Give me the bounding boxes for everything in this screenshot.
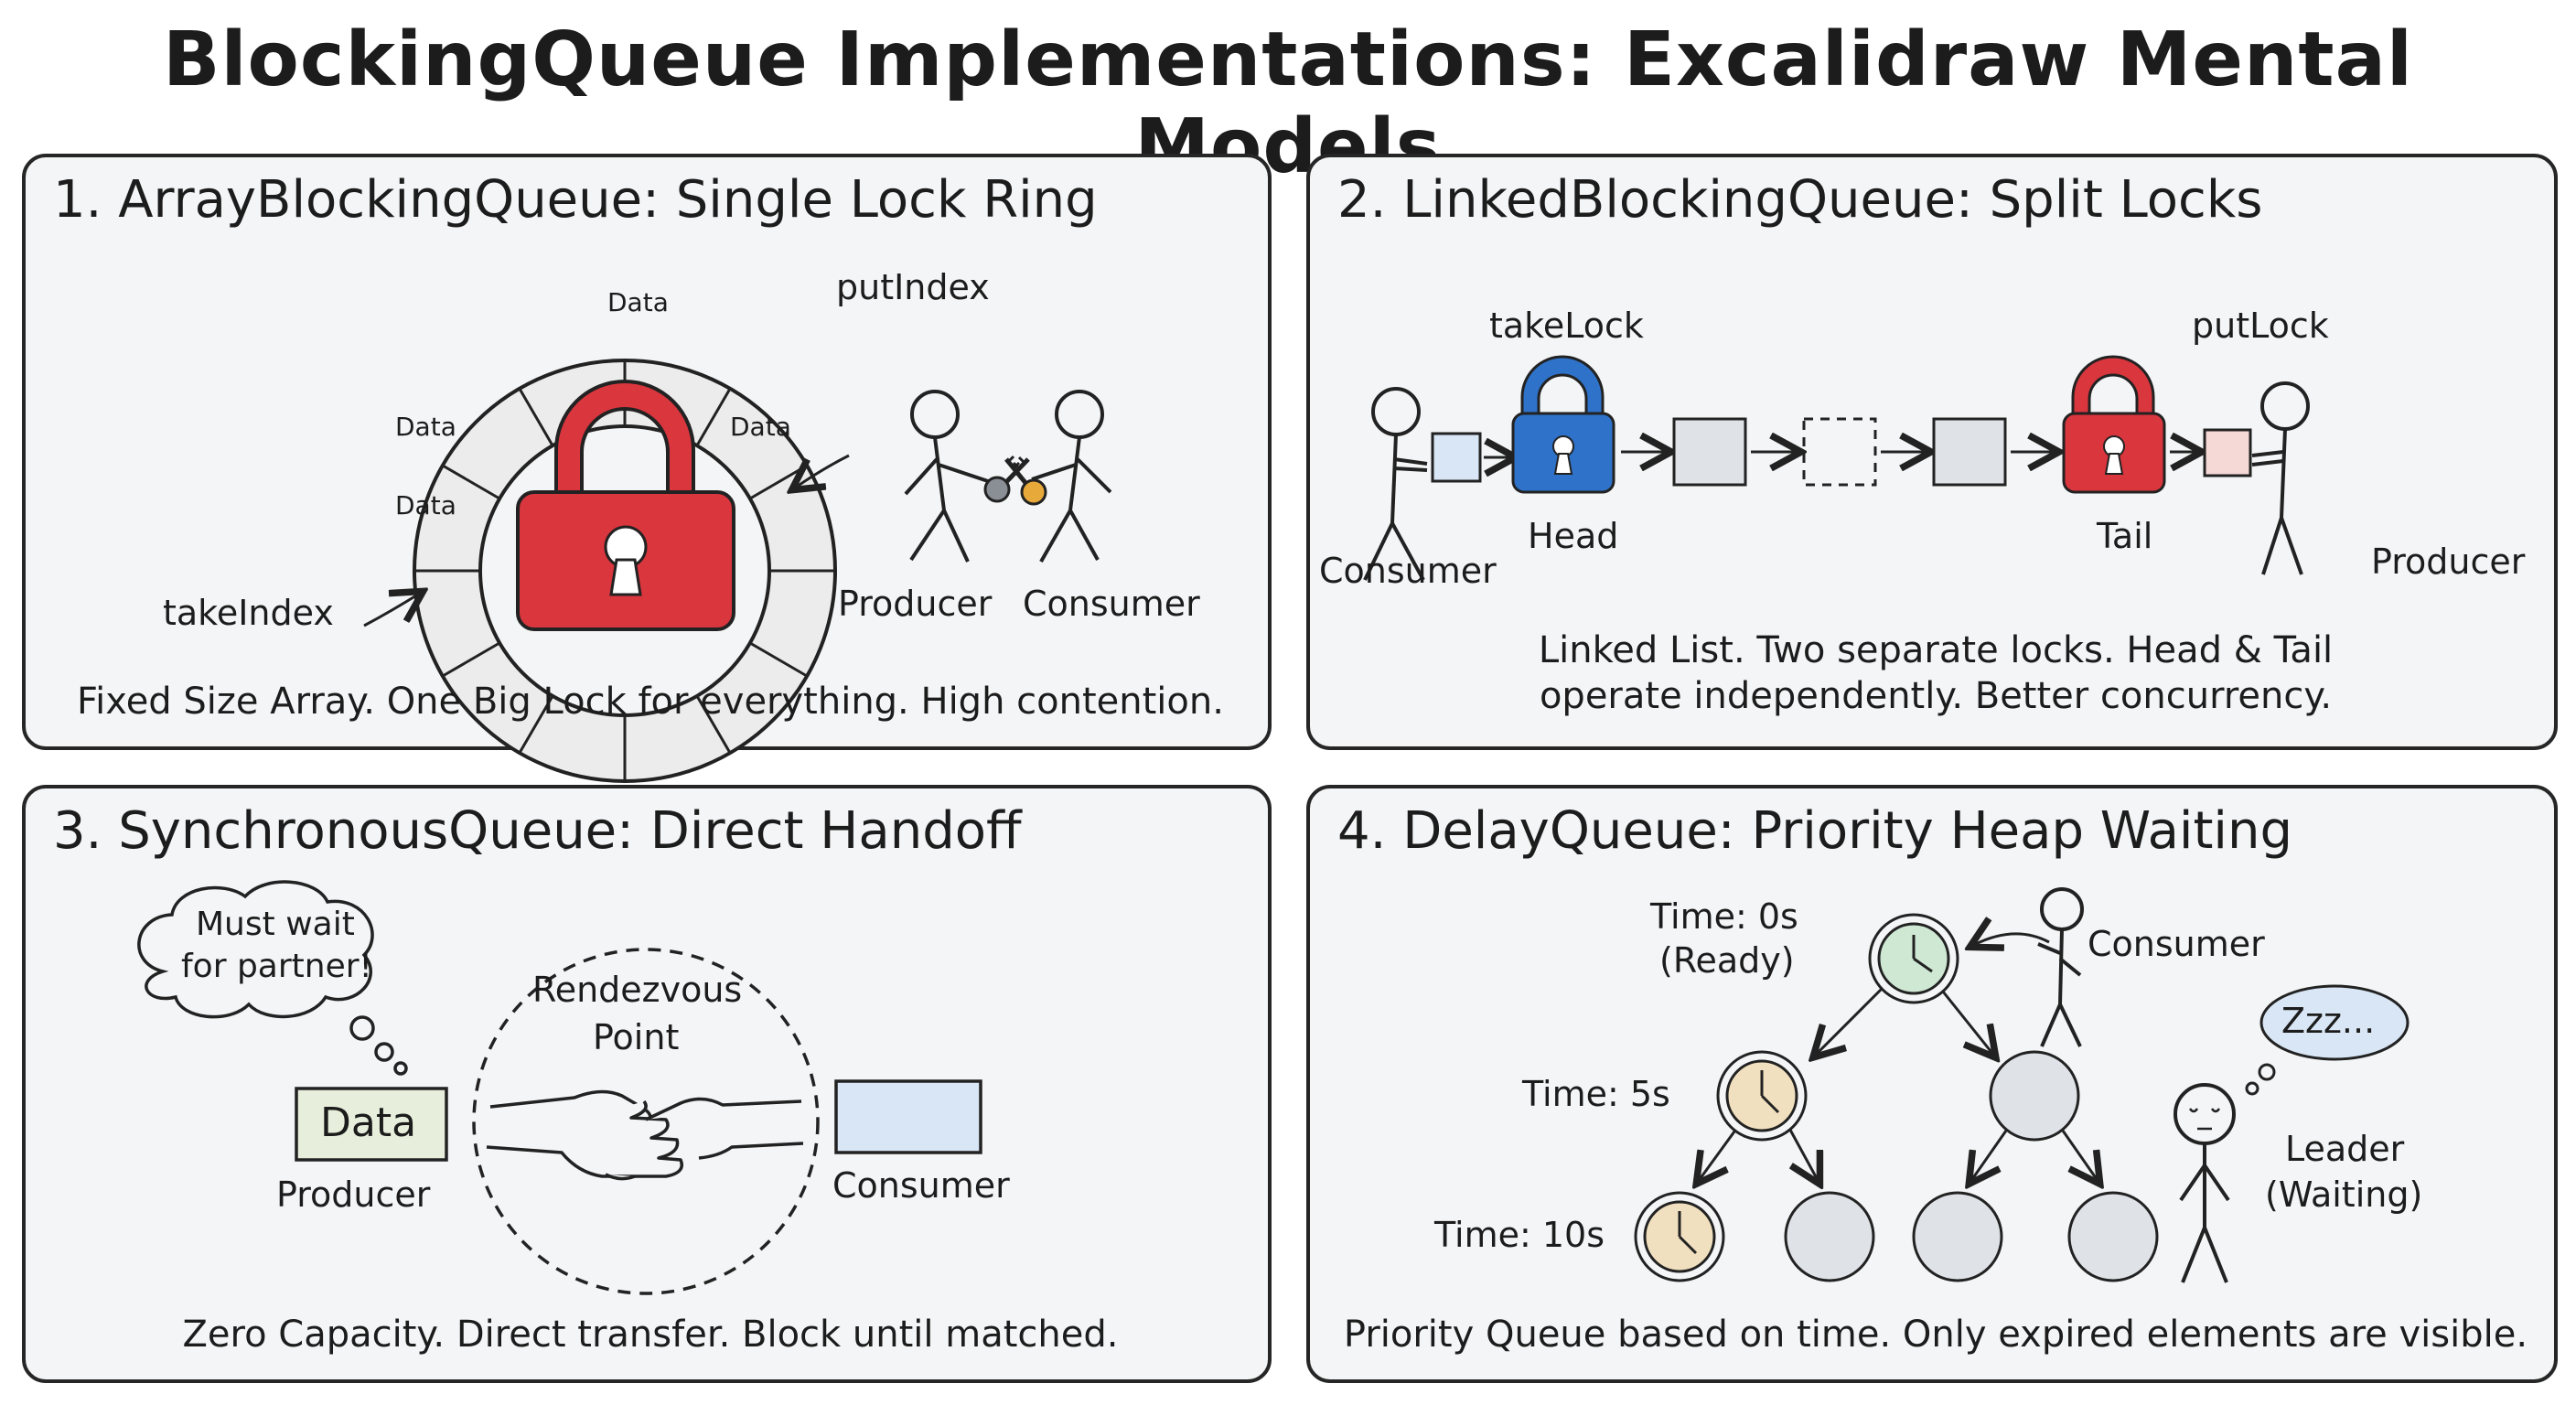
heap-node-empty — [1784, 1191, 1875, 1282]
panel-array-blocking-queue: 1. ArrayBlockingQueue: Single Lock Ring — [22, 154, 1272, 783]
take-index-label: takeIndex — [163, 593, 334, 633]
consumer-label: Consumer — [2088, 924, 2265, 964]
producer-label: Producer — [838, 584, 993, 624]
clock-ready-icon — [1868, 913, 1959, 1004]
time-0s-label: Time: 0s — [1650, 896, 1798, 937]
put-index-label: putIndex — [836, 267, 990, 307]
node-box — [1932, 417, 2007, 487]
node-box-held — [1431, 432, 1482, 483]
data-box-label: Data — [320, 1099, 417, 1146]
consumer-stick-figure — [1031, 390, 1112, 563]
rendezvous-label-line2: Point — [593, 1017, 680, 1057]
gold-key-icon — [1004, 455, 1047, 506]
consumer-label: Consumer — [1319, 551, 1497, 591]
ring-slot-data: Data — [395, 412, 456, 442]
head-label: Head — [1528, 516, 1619, 556]
put-lock-red-icon — [2062, 355, 2166, 494]
big-red-lock-icon — [516, 380, 735, 631]
panel-caption: Fixed Size Array. One Big Lock for every… — [77, 681, 1224, 723]
ring-slot-data: Data — [395, 490, 456, 520]
panel-linked-blocking-queue: 2. LinkedBlockingQueue: Split Locks — [1306, 154, 2558, 750]
panel-title: 1. ArrayBlockingQueue: Single Lock Ring — [53, 170, 1098, 230]
rendezvous-point-circle — [472, 948, 820, 1295]
ring-slot-data: Data — [607, 287, 669, 317]
time-5s-label: Time: 5s — [1522, 1074, 1670, 1114]
thought-text-line2: for partner! — [181, 948, 372, 985]
panel-delay-queue: 4. DelayQueue: Priority Heap Waiting — [1306, 785, 2558, 1383]
consumer-stick-figure — [2037, 887, 2084, 1047]
panel-caption-line2: operate independently. Better concurrenc… — [1539, 675, 2333, 717]
heap-node-empty — [2067, 1191, 2159, 1282]
time-10s-label: Time: 10s — [1434, 1215, 1605, 1255]
node-box — [1672, 417, 1747, 487]
priority-heap-diagram — [1634, 887, 2410, 1283]
producer-label: Producer — [2371, 542, 2526, 582]
thought-text-line1: Must wait — [196, 906, 355, 943]
panel-title: 2. LinkedBlockingQueue: Split Locks — [1337, 170, 2263, 230]
data-box — [295, 1087, 448, 1162]
heap-node-empty — [1989, 1050, 2080, 1142]
sleep-speech-bubble — [2245, 984, 2410, 1096]
panel-title: 3. SynchronousQueue: Direct Handoff — [53, 801, 1022, 861]
panel-caption: Zero Capacity. Direct transfer. Block un… — [182, 1314, 1119, 1356]
page-title: BlockingQueue Implementations: Excalidra… — [162, 16, 2414, 190]
zzz-label: Zzz... — [2281, 1001, 2376, 1041]
panel-synchronous-queue: 3. SynchronousQueue: Direct Handoff Must… — [22, 785, 1272, 1383]
grey-key-icon — [983, 456, 1030, 503]
clock-5s-icon — [1716, 1050, 1808, 1142]
node-box-incoming — [2203, 428, 2252, 477]
clock-10s-icon — [1634, 1191, 1725, 1282]
panel-title: 4. DelayQueue: Priority Heap Waiting — [1337, 801, 2293, 861]
handshake-icon — [486, 1089, 804, 1181]
tail-label: Tail — [2097, 516, 2153, 556]
producer-label: Producer — [276, 1174, 431, 1215]
time-0s-ready-label: (Ready) — [1659, 940, 1795, 981]
take-index-arrow — [363, 593, 421, 627]
thought-bubble — [137, 880, 408, 1076]
take-lock-label: takeLock — [1489, 306, 1644, 346]
consumer-label: Consumer — [832, 1165, 1010, 1206]
producer-stick-figure — [2251, 381, 2310, 575]
leader-label-line2: (Waiting) — [2265, 1174, 2423, 1215]
linked-list-diagram — [1363, 355, 2310, 581]
node-box-empty — [1802, 417, 1877, 487]
put-index-arrow — [794, 454, 850, 488]
rendezvous-label-line1: Rendezvous — [532, 970, 743, 1010]
panel-caption: Priority Queue based on time. Only expir… — [1343, 1314, 2528, 1356]
ring-buffer-diagram — [363, 359, 1112, 783]
take-lock-blue-icon — [1511, 355, 1615, 494]
put-lock-label: putLock — [2192, 306, 2329, 346]
leader-sleeping-figure — [2174, 1083, 2236, 1283]
consumer-label: Consumer — [1023, 584, 1200, 624]
producer-stick-figure — [904, 390, 992, 563]
heap-node-empty — [1912, 1191, 2003, 1282]
ring-slot-data: Data — [730, 412, 791, 442]
handoff-diagram — [137, 880, 982, 1295]
consumer-box — [834, 1079, 982, 1154]
consumer-stick-figure — [1363, 387, 1428, 581]
leader-label-line1: Leader — [2285, 1129, 2405, 1169]
panel-caption-line1: Linked List. Two separate locks. Head & … — [1538, 629, 2334, 671]
